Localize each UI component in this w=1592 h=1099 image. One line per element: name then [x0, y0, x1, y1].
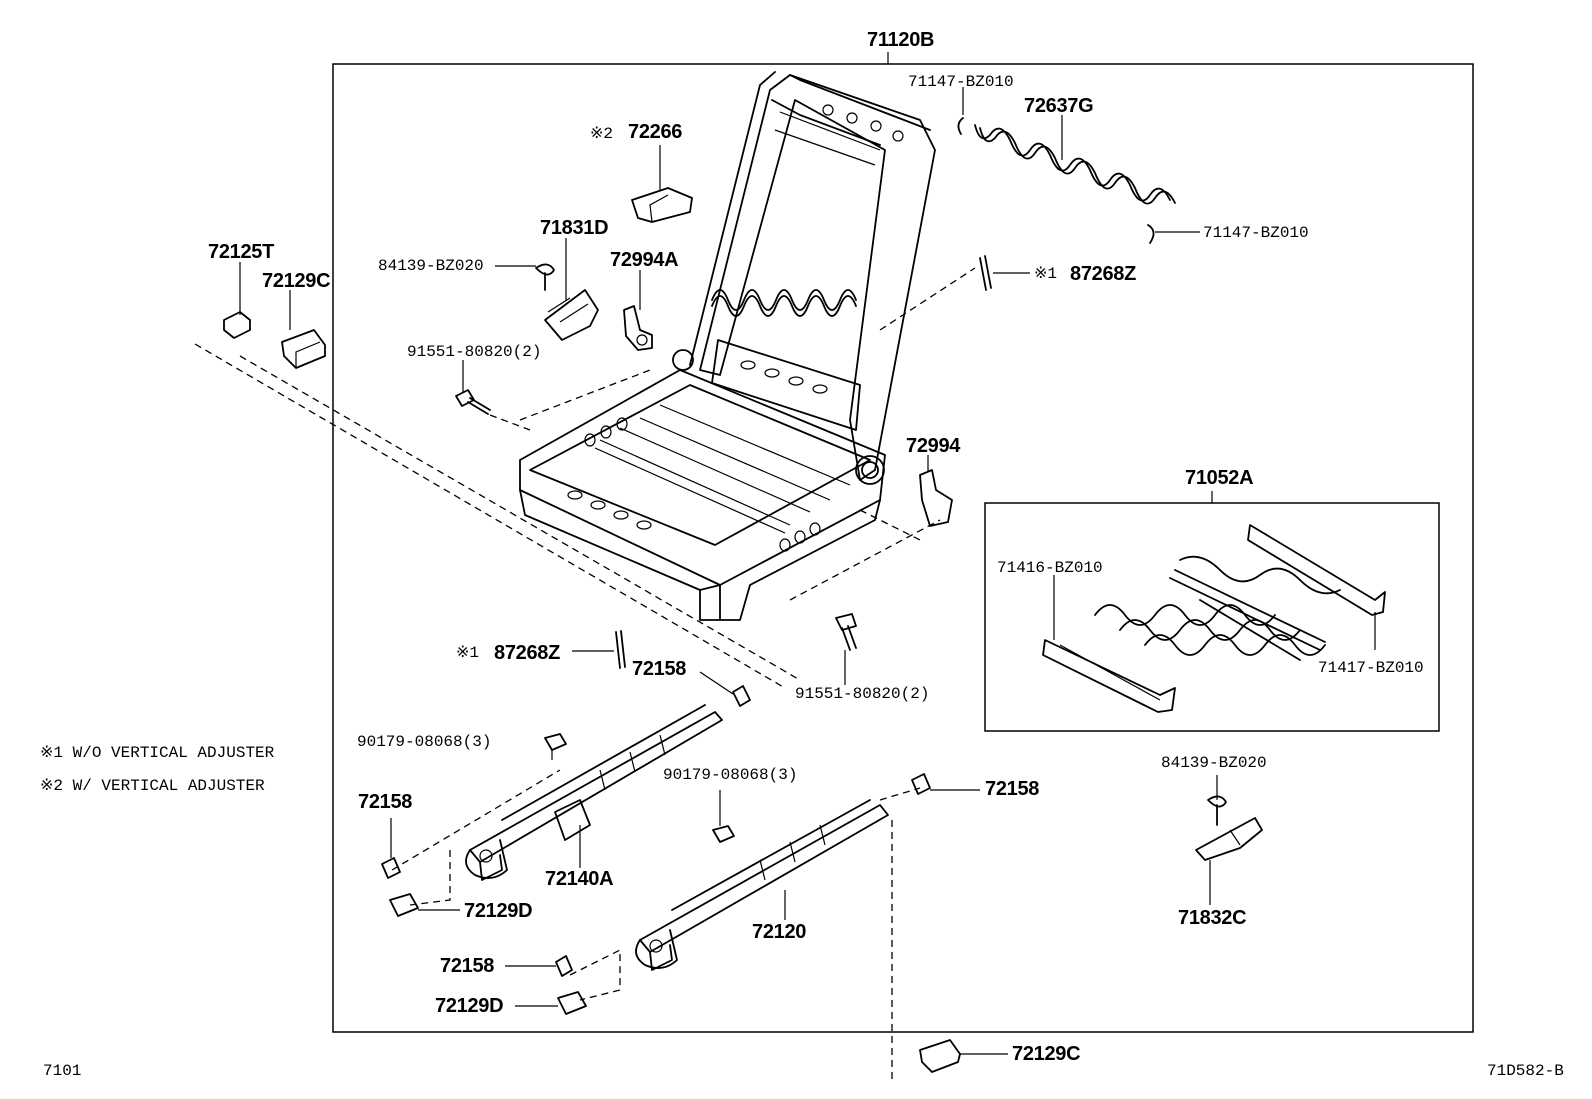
label-90179-right: 90179-08068(3)	[663, 766, 797, 784]
bolt-91551-bottom-drawing	[835, 613, 857, 651]
clip-84139-left-drawing	[535, 263, 555, 291]
label-72994: 72994	[906, 435, 961, 457]
cover-72129C-bottom-drawing	[919, 1039, 961, 1073]
seat-cushion-frame-drawing	[519, 349, 886, 621]
cover-72129C-top-drawing	[281, 329, 326, 369]
label-72129D-lower: 72129D	[435, 995, 503, 1017]
label-87268Z-top: 87268Z	[1070, 263, 1136, 285]
label-72158-left: 72158	[358, 791, 412, 813]
protector-71832C-drawing	[1195, 817, 1263, 861]
label-72129C-top: 72129C	[262, 270, 330, 292]
label-72266: 72266	[628, 121, 682, 143]
cover-72994-drawing	[919, 469, 953, 527]
dashed-connectors	[194, 267, 976, 1080]
stopper-72158-lower-drawing	[555, 955, 573, 977]
label-71416-BZ010: 71416-BZ010	[997, 559, 1103, 577]
stopper-72158-upper-drawing	[732, 685, 751, 707]
main-assembly-box	[332, 52, 1474, 1033]
label-72129D-upper: 72129D	[464, 900, 532, 922]
note-2: ※2 W/ VERTICAL ADJUSTER	[40, 777, 265, 795]
label-84139-BZ020-left: 84139-BZ020	[378, 257, 484, 275]
label-71417-BZ010: 71417-BZ010	[1318, 659, 1424, 677]
notes: ※1 W/O VERTICAL ADJUSTER ※2 W/ VERTICAL …	[40, 744, 275, 795]
cover-72129D-lower-drawing	[557, 991, 587, 1015]
label-72158-upper: 72158	[632, 658, 686, 680]
label-72994A: 72994A	[610, 249, 678, 271]
bolt-91551-top-drawing	[455, 389, 491, 415]
page-code: 7101	[43, 1062, 81, 1080]
label-71147-BZ010-top: 71147-BZ010	[908, 73, 1014, 91]
label-87268Z-bottom-mark: ※1	[456, 644, 479, 662]
label-71052A: 71052A	[1185, 467, 1253, 489]
subassembly-box	[984, 491, 1440, 732]
figure-code: 71D582-B	[1487, 1062, 1564, 1080]
label-72158-right: 72158	[985, 778, 1039, 800]
protector-71831D-drawing	[544, 289, 599, 341]
part-labels: 71120B 71147-BZ010 72637G 71147-BZ010 ※2…	[208, 29, 1424, 1065]
cover-72266-drawing	[631, 187, 693, 223]
wire-87268Z-top-drawing	[979, 255, 992, 291]
wire-87268Z-bottom-drawing	[615, 630, 626, 669]
cover-72994A-drawing	[623, 305, 653, 351]
spring-72637G-drawing	[957, 117, 1176, 244]
subassembly-71052A-drawing	[1042, 524, 1386, 713]
label-71147-BZ010-bottom: 71147-BZ010	[1203, 224, 1309, 242]
label-87268Z-top-mark: ※1	[1034, 265, 1057, 283]
label-84139-BZ020-right: 84139-BZ020	[1161, 754, 1267, 772]
rail-72120-drawing	[635, 799, 889, 971]
cover-72125T-drawing	[223, 311, 251, 339]
nut-90179-right-drawing	[712, 825, 735, 843]
label-90179-left: 90179-08068(3)	[357, 733, 491, 751]
label-72120: 72120	[752, 921, 806, 943]
label-71120B: 71120B	[867, 29, 934, 51]
nut-90179-left-drawing	[544, 733, 567, 751]
label-72266-mark: ※2	[590, 125, 613, 143]
cover-72129D-upper-drawing	[389, 893, 419, 917]
clip-84139-right-drawing	[1207, 795, 1227, 826]
label-72125T: 72125T	[208, 241, 274, 263]
stopper-72158-right-drawing	[911, 773, 931, 795]
footer: 7101 71D582-B	[43, 1062, 1564, 1080]
label-71831D: 71831D	[540, 217, 608, 239]
label-91551-bottom: 91551-80820(2)	[795, 685, 929, 703]
label-72129C-bottom: 72129C	[1012, 1043, 1080, 1065]
seat-back-frame-drawing	[689, 71, 936, 481]
label-72158-lower: 72158	[440, 955, 494, 977]
note-1: ※1 W/O VERTICAL ADJUSTER	[40, 744, 275, 762]
label-72637G: 72637G	[1024, 95, 1093, 117]
label-71832C: 71832C	[1178, 907, 1246, 929]
leader-lines	[239, 87, 1376, 1055]
label-91551-top: 91551-80820(2)	[407, 343, 541, 361]
label-72140A: 72140A	[545, 868, 613, 890]
label-87268Z-bottom: 87268Z	[494, 642, 560, 664]
rail-72140A-drawing	[465, 704, 723, 881]
stopper-72158-left-drawing	[381, 857, 401, 879]
